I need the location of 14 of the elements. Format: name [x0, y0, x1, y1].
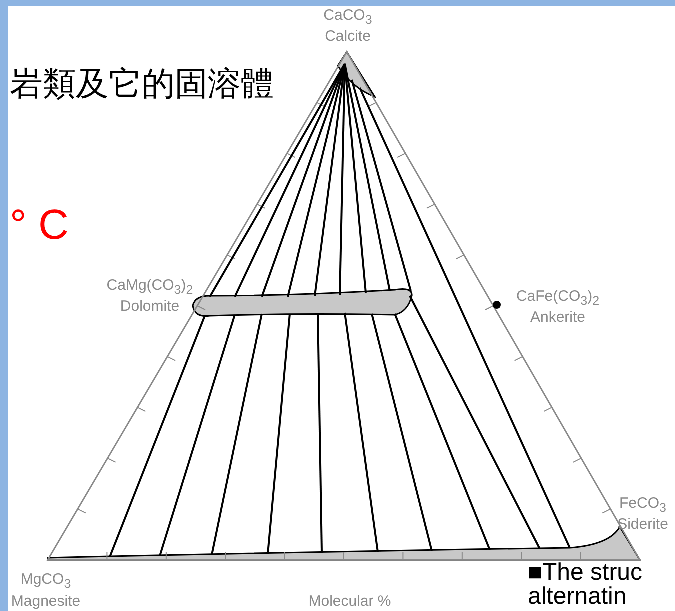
- slide-bullet-text: ■The struc: [528, 560, 643, 586]
- vertex-formula: MgCO$_{3}$: [20, 572, 72, 592]
- vertex-label: Calcite: [324, 29, 372, 46]
- mineral-name: Ankerite: [529, 310, 587, 326]
- vertex-formula: CaCO$_{3}$: [322, 8, 374, 28]
- vertex-formula: FeCO$_{3}$: [618, 496, 668, 516]
- mineral-formula: CaFe(CO$_{3}$)$_{2}$: [515, 289, 601, 309]
- axis-label: Molecular %: [308, 594, 392, 610]
- slide-bullet-text: alternatin: [528, 584, 627, 610]
- mineral-name: Dolomite: [119, 299, 181, 316]
- slide-title: 岩類及它的固溶體: [10, 66, 274, 102]
- temperature-unit: ° C: [10, 202, 69, 248]
- vertex-label: Magnesite: [10, 594, 82, 610]
- mineral-formula: CaMg(CO$_{3}$)$_{2}$: [106, 278, 194, 298]
